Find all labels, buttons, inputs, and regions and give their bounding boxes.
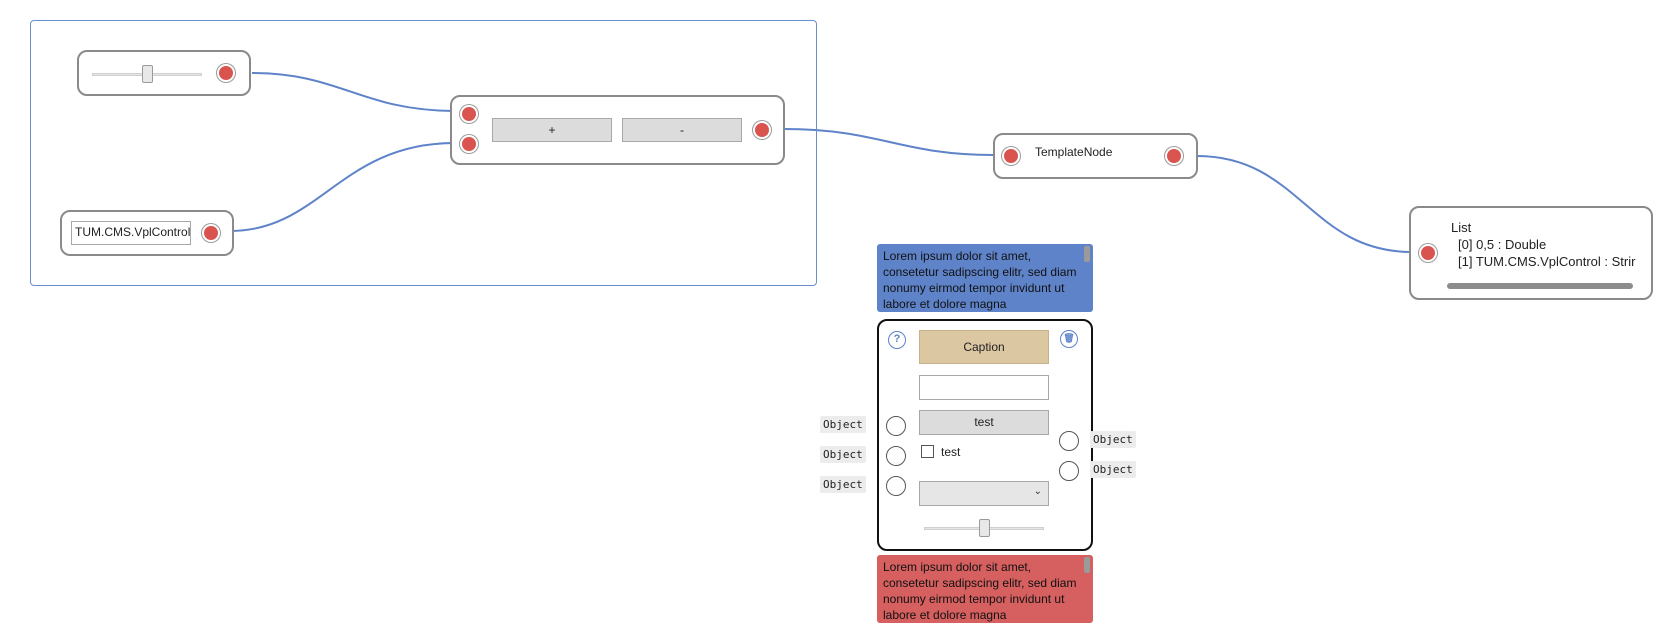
wire-slider-to-math (251, 72, 454, 112)
plus-button[interactable]: + (492, 118, 612, 142)
output-port[interactable] (1059, 461, 1079, 481)
input-port[interactable] (886, 416, 906, 436)
caption-label: Caption (919, 330, 1049, 364)
checkbox-label: test (941, 445, 961, 459)
input-label: Object (820, 416, 866, 433)
input-port-b[interactable] (460, 135, 478, 153)
math-node[interactable]: + - (450, 95, 785, 165)
list-scrollbar[interactable] (1447, 283, 1633, 289)
input-label: Object (820, 446, 866, 463)
wire-text-to-math (229, 142, 454, 232)
list-item: [1] TUM.CMS.VplControl : Strir (1458, 254, 1636, 269)
output-label: Object (1090, 431, 1136, 448)
output-label: Object (1090, 461, 1136, 478)
input-label: Object (820, 476, 866, 493)
comment-top-scrollbar[interactable] (1084, 246, 1090, 262)
input-port[interactable] (1002, 147, 1020, 165)
comment-bottom-scrollbar[interactable] (1084, 557, 1090, 573)
output-port[interactable] (1059, 431, 1079, 451)
minus-button[interactable]: - (622, 118, 742, 142)
control-node[interactable]: ? Caption 🗑 test test ⌄ (877, 319, 1093, 551)
control-combobox[interactable]: ⌄ (919, 481, 1049, 506)
test-button[interactable]: test (919, 410, 1049, 435)
output-port[interactable] (1165, 147, 1183, 165)
output-port[interactable] (753, 121, 771, 139)
comment-bottom[interactable]: Lorem ipsum dolor sit amet, consetetur s… (877, 555, 1093, 623)
chevron-down-icon: ⌄ (1033, 486, 1042, 497)
template-node[interactable]: TemplateNode (993, 133, 1198, 179)
help-icon[interactable]: ? (888, 331, 906, 349)
comment-top-text: Lorem ipsum dolor sit amet, consetetur s… (883, 249, 1077, 311)
control-text-input[interactable] (919, 375, 1049, 400)
comment-bottom-text: Lorem ipsum dolor sit amet, consetetur s… (883, 560, 1077, 622)
text-value-input[interactable]: TUM.CMS.VplControl (71, 221, 191, 245)
input-port[interactable] (886, 446, 906, 466)
template-node-title: TemplateNode (1035, 145, 1113, 159)
input-port[interactable] (886, 476, 906, 496)
list-node[interactable]: List [0] 0,5 : Double [1] TUM.CMS.VplCon… (1409, 206, 1653, 300)
list-title: List (1451, 220, 1472, 235)
control-slider-thumb[interactable] (979, 519, 990, 537)
output-port[interactable] (217, 64, 235, 82)
wire-math-to-template (783, 128, 995, 156)
input-port-a[interactable] (460, 105, 478, 123)
list-item: [0] 0,5 : Double (1458, 237, 1547, 252)
test-checkbox[interactable] (921, 445, 934, 458)
wire-template-to-list (1196, 155, 1413, 253)
text-node[interactable]: TUM.CMS.VplControl (60, 210, 234, 256)
output-port[interactable] (202, 224, 220, 242)
slider-node[interactable] (77, 50, 251, 96)
trash-icon[interactable]: 🗑 (1060, 330, 1078, 348)
node-group[interactable] (30, 20, 817, 286)
input-port[interactable] (1419, 244, 1437, 262)
slider-thumb[interactable] (142, 65, 153, 83)
comment-top[interactable]: Lorem ipsum dolor sit amet, consetetur s… (877, 244, 1093, 312)
